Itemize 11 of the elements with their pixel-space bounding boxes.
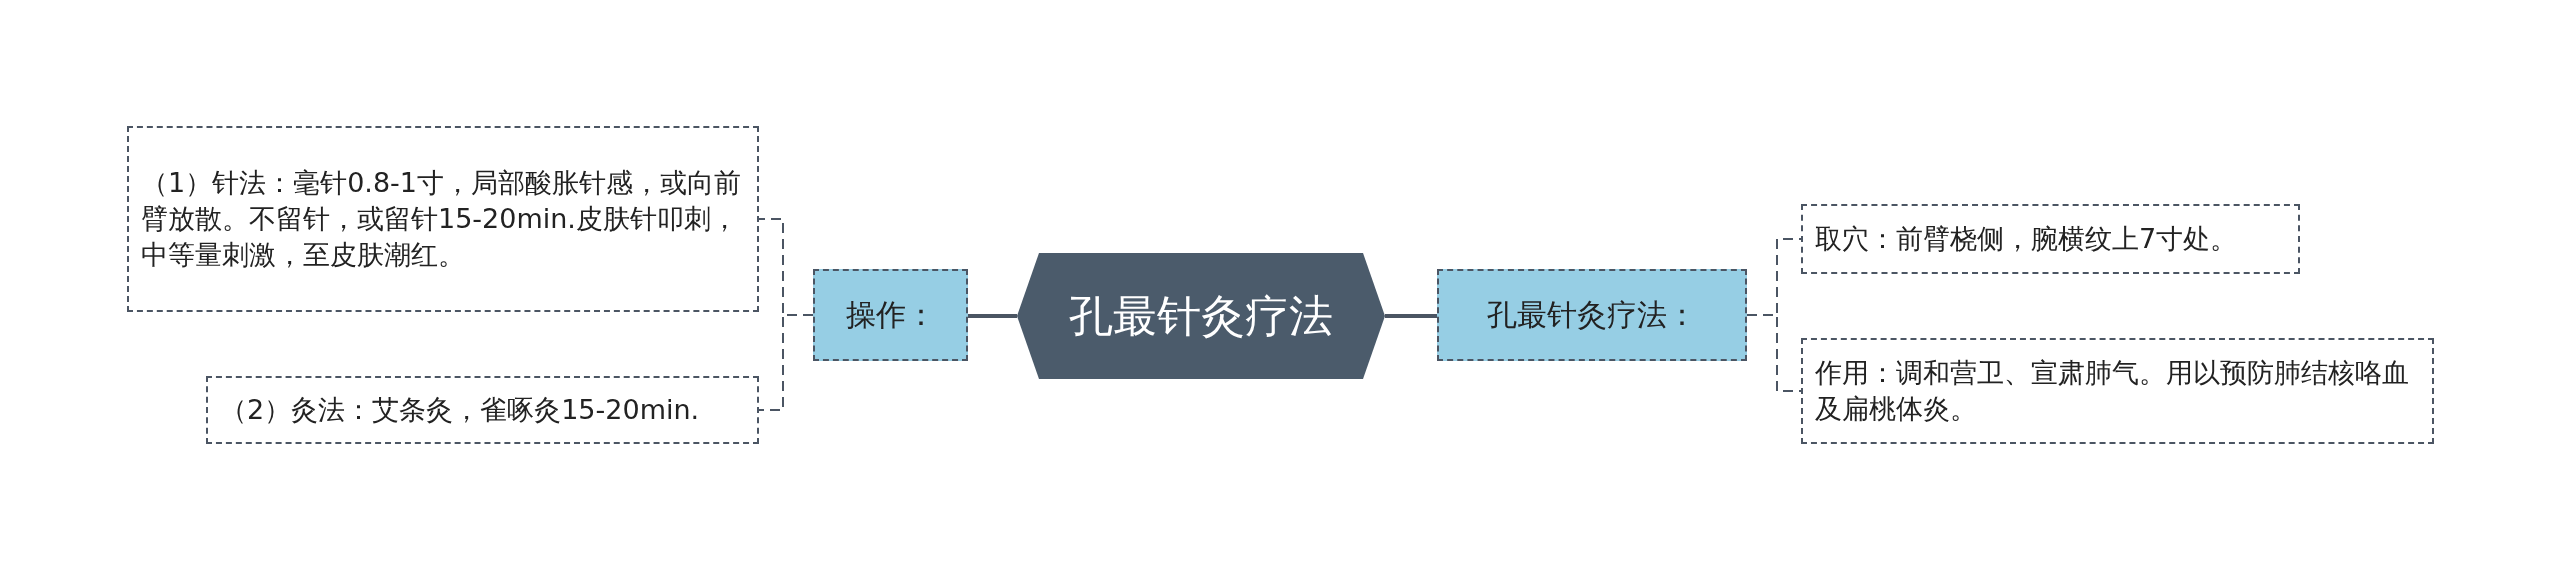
note-box: 作用：调和营卫、宣肃肺气。用以预防肺结核咯血及扁桃体炎。 <box>1801 338 2434 444</box>
note-box: （1）针法：毫针0.8-1寸，局部酸胀针感，或向前臂放散。不留针，或留针15-20min.皮肤针叩刺，中等量刺激，至皮肤潮红。 <box>127 126 759 312</box>
connector-line <box>1746 314 1802 392</box>
note-box: （2）灸法：艾条灸，雀啄灸15-20min. <box>206 376 759 444</box>
connector-line <box>758 314 814 411</box>
note-box: 取穴：前臂桡侧，腕横纹上7寸处。 <box>1801 204 2300 274</box>
topic-hexagon: 孔最针灸疗法 <box>1017 253 1385 379</box>
connector-line <box>1385 314 1437 318</box>
branch-box: 操作： <box>813 269 968 361</box>
branch-box: 孔最针灸疗法： <box>1437 269 1747 361</box>
connector-line <box>968 314 1017 318</box>
